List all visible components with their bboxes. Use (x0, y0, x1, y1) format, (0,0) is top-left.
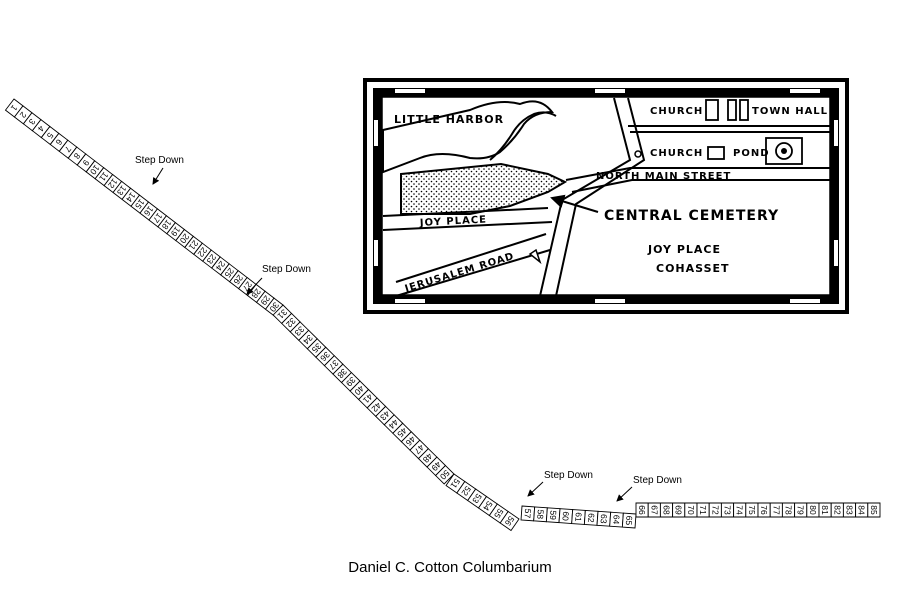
step-down-arrow (246, 277, 263, 295)
road-joy-place-top (382, 207, 549, 217)
niche-number: 64 (611, 515, 622, 525)
niche-number: 59 (548, 510, 559, 520)
niche-number: 9 (80, 158, 91, 168)
road-top-east (628, 125, 830, 133)
church-mid-dot (634, 150, 642, 158)
niche-number: 71 (698, 505, 708, 515)
map-label-church-mid: CHURCH (650, 148, 703, 159)
road-north-main-right (571, 179, 838, 193)
niche-number: 61 (573, 512, 584, 522)
map-frame-ticks (374, 89, 838, 303)
step-down-arrow (616, 486, 633, 502)
niche-number: 66 (637, 505, 647, 515)
cemetery-pointer-arrow (550, 194, 599, 213)
niche-number: 69 (674, 505, 684, 515)
niche-number: 70 (686, 505, 696, 515)
niche-number: 76 (759, 505, 769, 515)
location-map: LITTLE HARBOR CHURCH TOWN HALL CHURCH PO… (363, 78, 849, 314)
niche-number: 2 (18, 110, 29, 120)
niche-number: 3 (27, 117, 38, 127)
niche-number: 77 (771, 505, 781, 515)
niche-number: 5 (45, 131, 56, 141)
map-label-central-cemetery: CENTRAL CEMETERY (604, 208, 779, 224)
town-hall-building-a (727, 99, 737, 121)
niche-number: 75 (747, 505, 757, 515)
step-down-label: Step Down (262, 264, 311, 275)
road-jerusalem-bottom (395, 249, 551, 297)
step-down-label: Step Down (544, 470, 593, 481)
niche-strip: 1234567891011121314151617181920212223242… (4, 98, 881, 532)
niche-number: 72 (710, 505, 720, 515)
step-down-arrow (152, 167, 164, 185)
niche-number: 85 (869, 505, 879, 515)
niche-number: 80 (808, 505, 818, 515)
road-joy-place-bottom (382, 221, 553, 231)
niche-number: 78 (784, 505, 794, 515)
niche-number: 7 (62, 144, 73, 154)
church-mid-building (707, 146, 725, 160)
map-label-pond: POND (733, 148, 770, 159)
little-harbor-water (382, 100, 555, 174)
step-down-label: Step Down (633, 475, 682, 486)
niche-number: 6 (54, 137, 65, 147)
step-down-arrow (527, 481, 544, 497)
jerusalem-triangle (528, 248, 542, 265)
map-label-church-top: CHURCH (650, 106, 703, 117)
niche-number: 74 (735, 505, 745, 515)
niche-number: 57 (522, 508, 533, 518)
church-top-building (705, 99, 719, 121)
road-vertical-a (539, 97, 632, 297)
niche-cell (621, 512, 637, 529)
map-label-little-harbor: LITTLE HARBOR (394, 113, 504, 126)
pond-center (781, 148, 787, 154)
niche-cell (499, 510, 520, 532)
harbor-shore-line (489, 111, 557, 161)
niche-number: 65 (624, 515, 635, 525)
niche-number: 67 (649, 505, 659, 515)
map-label-joy-place: JOY PLACE (647, 243, 721, 256)
map-label-north-main-street: NORTH MAIN STREET (596, 171, 731, 182)
town-hall-building-b (739, 99, 749, 121)
niche-cell (434, 464, 455, 485)
niche-number: 82 (832, 505, 842, 515)
step-down-label: Step Down (135, 155, 184, 166)
niche-cell (867, 502, 881, 518)
niche-number: 79 (796, 505, 806, 515)
niche-number: 83 (845, 505, 855, 515)
map-label-cohasset: COHASSET (656, 262, 730, 275)
niche-number: 68 (662, 505, 672, 515)
diagram-caption: Daniel C. Cotton Columbarium (348, 559, 552, 576)
niche-number: 73 (723, 505, 733, 515)
niche-number: 84 (857, 505, 867, 515)
niche-number: 63 (599, 514, 610, 524)
road-vertical-b (555, 97, 646, 297)
niche-number: 4 (36, 124, 47, 134)
niche-number: 58 (535, 509, 546, 519)
niche-number: 60 (560, 511, 571, 521)
niche-number: 62 (586, 513, 597, 523)
map-label-town-hall: TOWN HALL (752, 106, 828, 117)
niche-number: 81 (820, 505, 830, 515)
niche-number: 8 (71, 151, 82, 161)
map-label-joy-place-road: JOY PLACE (419, 214, 488, 229)
niche-number: 1 (9, 103, 20, 113)
road-jerusalem-top (395, 233, 547, 283)
